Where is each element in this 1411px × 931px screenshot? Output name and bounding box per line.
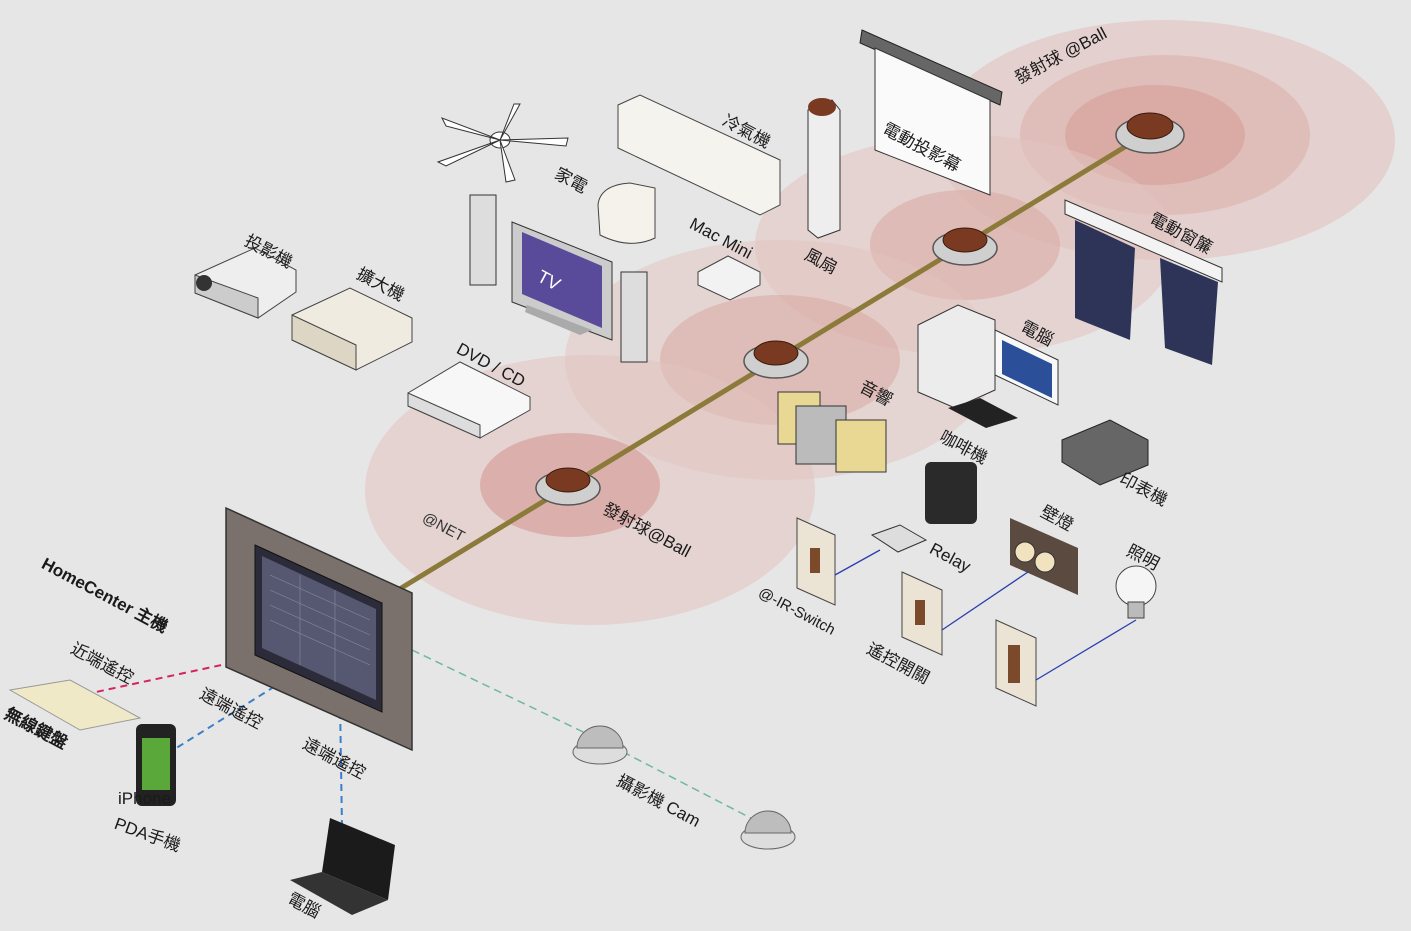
far-remote-line-2 [339,699,343,829]
ball-emitter-4 [1115,112,1185,154]
light-bulb [1115,565,1157,619]
printer-device [1061,419,1149,486]
wall-lamp [1010,518,1078,595]
audio-system [777,391,887,473]
ball-emitter-3 [932,227,998,266]
amplifier-device [291,287,413,371]
tower-fan [807,98,841,239]
remote-switch-panel [901,571,943,656]
relay-device [870,524,928,553]
motorized-curtain [1064,199,1223,365]
light-switch-panel [995,619,1037,707]
camera-2 [740,810,796,850]
iphone-device [136,724,176,806]
desktop-computer [917,304,1059,428]
coffee-machine [925,462,977,524]
tv-device [469,194,648,363]
aircon-device [617,94,781,216]
ball-emitter-2 [743,340,809,379]
dvd-device [407,361,531,439]
ball-emitter-1 [535,467,601,506]
appliance-device [597,182,656,244]
macmini-device [697,255,761,301]
ir-switch-panel [796,517,836,606]
label-iphone: iPhone [118,789,171,808]
homecenter-panel [225,506,413,752]
projection-screen [859,29,1003,196]
wireless-keyboard [8,679,142,731]
projector-device [194,247,297,319]
far-remote-line-1 [169,679,286,753]
camera-1 [572,725,628,765]
near-remote-line [81,654,269,696]
switch-wiring [834,549,1137,681]
ceiling-fan [436,103,569,183]
laptop-device [290,818,395,915]
